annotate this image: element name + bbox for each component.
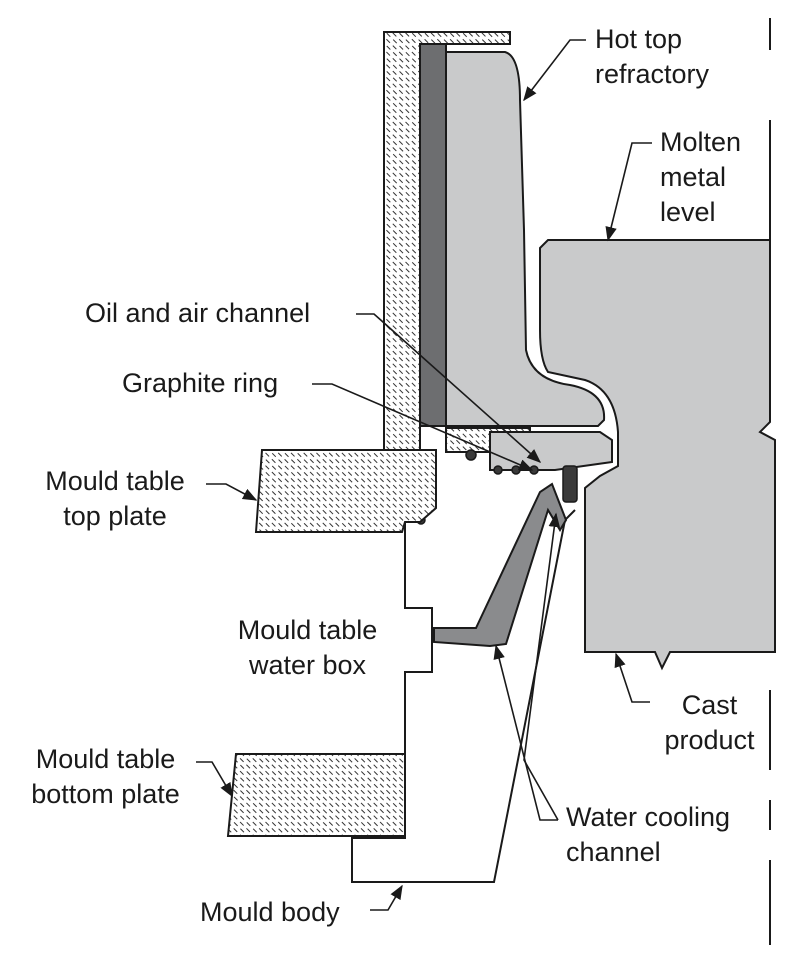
label-cast-product-line1: Cast	[681, 690, 738, 720]
label-oil-and-air-channel: Oil and air channel	[85, 298, 311, 328]
label-hot-top-refractory: Hot top refractory	[595, 22, 709, 92]
label-molten-metal-level-line2: metal	[660, 162, 727, 192]
label-water-cooling-channel: Water cooling channel	[566, 800, 730, 870]
label-mould-table-bottom-plate: Mould table bottom plate	[18, 742, 193, 812]
mould-table-bottom-plate	[226, 753, 406, 837]
mould-table-top-plate	[254, 449, 437, 533]
label-mould-table-water-box-line1: Mould table	[237, 615, 378, 645]
label-mould-table-top-plate-line1: Mould table	[45, 466, 185, 496]
label-mould-table-top-plate: Mould table top plate	[30, 464, 200, 534]
label-molten-metal-level: Molten metal level	[660, 125, 741, 230]
label-mould-table-top-plate-line2: top plate	[63, 501, 167, 531]
label-mould-table-water-box-line2: water box	[248, 650, 367, 680]
leader-lines	[196, 39, 652, 911]
graphite-ring	[562, 465, 578, 503]
dark-liner	[419, 43, 447, 427]
hot-top-refractory	[445, 51, 606, 427]
label-cast-product-line2: product	[664, 725, 755, 755]
label-cast-product: Cast product	[652, 688, 767, 758]
label-hot-top-refractory-line1: Hot top	[595, 24, 683, 54]
label-water-cooling-channel-line2: channel	[566, 837, 661, 867]
label-molten-metal-level-line1: Molten	[660, 127, 742, 157]
label-molten-metal-level-line3: level	[660, 197, 716, 227]
graphite-ring-block	[489, 431, 613, 471]
label-mould-table-bottom-plate-line2: bottom plate	[31, 779, 180, 809]
label-mould-table-bottom-plate-line1: Mould table	[35, 744, 176, 774]
cast-product	[539, 239, 776, 671]
label-mould-table-water-box: Mould table water box	[220, 613, 395, 683]
label-graphite-ring: Graphite ring	[122, 368, 279, 398]
water-cooling-channel	[433, 482, 568, 648]
label-mould-body: Mould body	[200, 897, 340, 927]
label-hot-top-refractory-line2: refractory	[595, 59, 710, 89]
label-water-cooling-channel-line1: Water cooling	[566, 802, 731, 832]
